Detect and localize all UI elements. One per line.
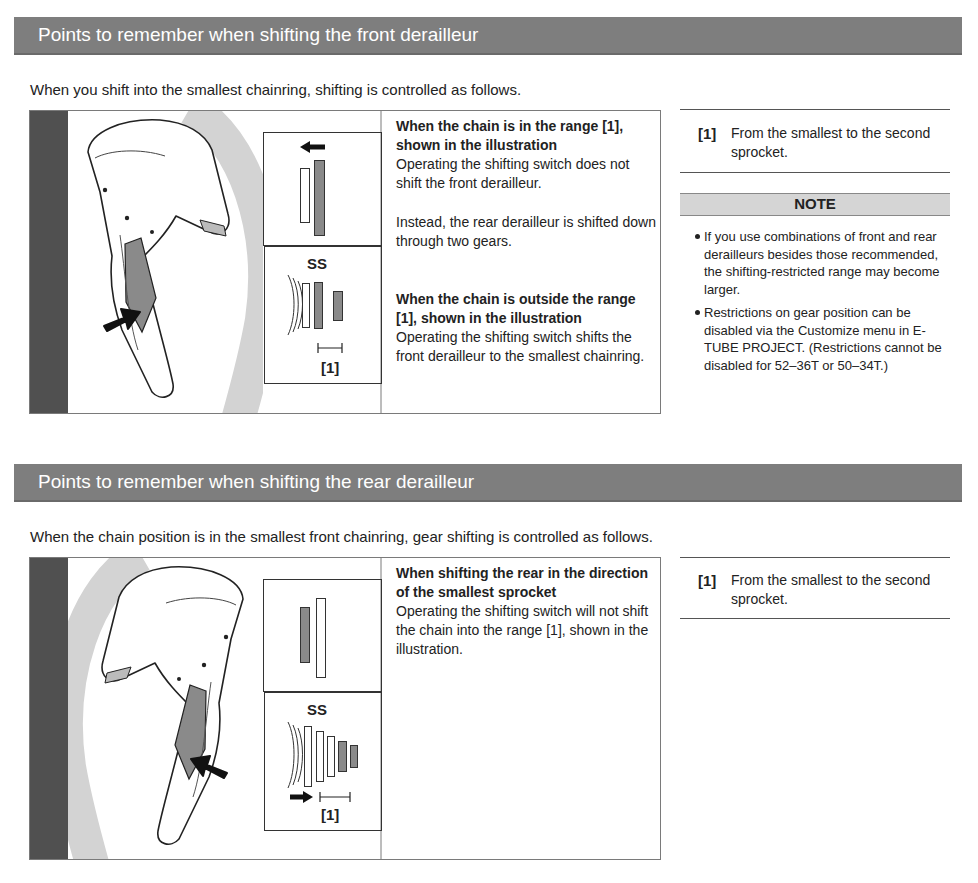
illustration-part xyxy=(288,275,303,335)
illustration-part xyxy=(334,292,343,321)
sprocket-panel: SS [1] xyxy=(264,692,382,831)
instruction-text: Operating the shifting switch will not s… xyxy=(396,602,658,659)
note-band: NOTE xyxy=(680,193,950,216)
instruction-text: Operating the shifting switch does not s… xyxy=(396,155,658,193)
condition-heading: When the chain is in the range [1], show… xyxy=(396,117,658,155)
intro-text: When the chain position is in the smalle… xyxy=(30,527,930,546)
section-header: Points to remember when shifting the fro… xyxy=(14,17,962,55)
illustration-part xyxy=(315,283,323,329)
range-definition: From the smallest to the second sprocket… xyxy=(731,124,959,162)
header-text: Points to remember when shifting the fro… xyxy=(14,17,962,53)
illustration-part xyxy=(29,110,68,414)
illustration-part xyxy=(300,141,310,153)
illustration-part xyxy=(339,742,347,772)
illustration-part xyxy=(328,737,335,777)
illustration-part xyxy=(317,599,326,678)
instruction-text: Instead, the rear derailleur is shifted … xyxy=(396,213,658,251)
illustration-part xyxy=(318,343,342,353)
illustration-part xyxy=(305,727,312,787)
intro-text: When you shift into the smallest chainri… xyxy=(30,80,930,99)
illustration-part xyxy=(680,172,950,173)
instruction-text: Operating the shifting switch shifts the… xyxy=(396,328,658,366)
illustration-part xyxy=(88,108,265,420)
note-item: Restrictions on gear position can be dis… xyxy=(704,304,952,374)
illustration-part xyxy=(303,284,310,328)
illustration-part xyxy=(290,795,303,800)
condition-heading: When shifting the rear in the direction … xyxy=(396,564,658,602)
callout-number: [1] xyxy=(698,124,728,143)
illustration-part xyxy=(680,557,950,558)
text-column: When shifting the rear in the direction … xyxy=(396,564,658,659)
illustration-part xyxy=(301,169,310,223)
header-text: Points to remember when shifting the rea… xyxy=(14,464,962,500)
illustration-part xyxy=(66,555,243,867)
condition-heading: When the chain is outside the range [1],… xyxy=(396,290,658,328)
illustration-part xyxy=(317,732,324,782)
illustration-part xyxy=(320,792,350,802)
illustration-part xyxy=(288,722,303,788)
sprocket-panel: SS [1] xyxy=(264,246,382,384)
range-definition: From the smallest to the second sprocket… xyxy=(731,571,959,609)
text-column: When the chain is in the range [1], show… xyxy=(396,117,658,366)
note-heading: NOTE xyxy=(680,194,950,214)
sprocket-label: SS xyxy=(307,701,327,719)
note-item: If you use combinations of front and rea… xyxy=(704,228,952,298)
instruction-box: When the chain is in the range [1], show… xyxy=(29,110,661,414)
illustration-part xyxy=(351,746,358,768)
illustration-part xyxy=(680,109,950,110)
illustration-part xyxy=(315,161,325,236)
illustration-part xyxy=(264,580,382,692)
illustration-part xyxy=(301,608,310,663)
callout-number: [1] xyxy=(698,571,728,590)
illustration-part xyxy=(264,133,382,246)
section-header: Points to remember when shifting the rea… xyxy=(14,464,962,502)
callout-number: [1] xyxy=(321,806,339,824)
illustration-part xyxy=(680,618,950,619)
sprocket-label: SS xyxy=(307,255,327,273)
callout-number: [1] xyxy=(321,359,339,377)
instruction-box: When shifting the rear in the direction … xyxy=(29,557,661,860)
illustration-part xyxy=(303,791,313,803)
illustration-part xyxy=(29,557,68,860)
illustration-part xyxy=(309,145,325,150)
